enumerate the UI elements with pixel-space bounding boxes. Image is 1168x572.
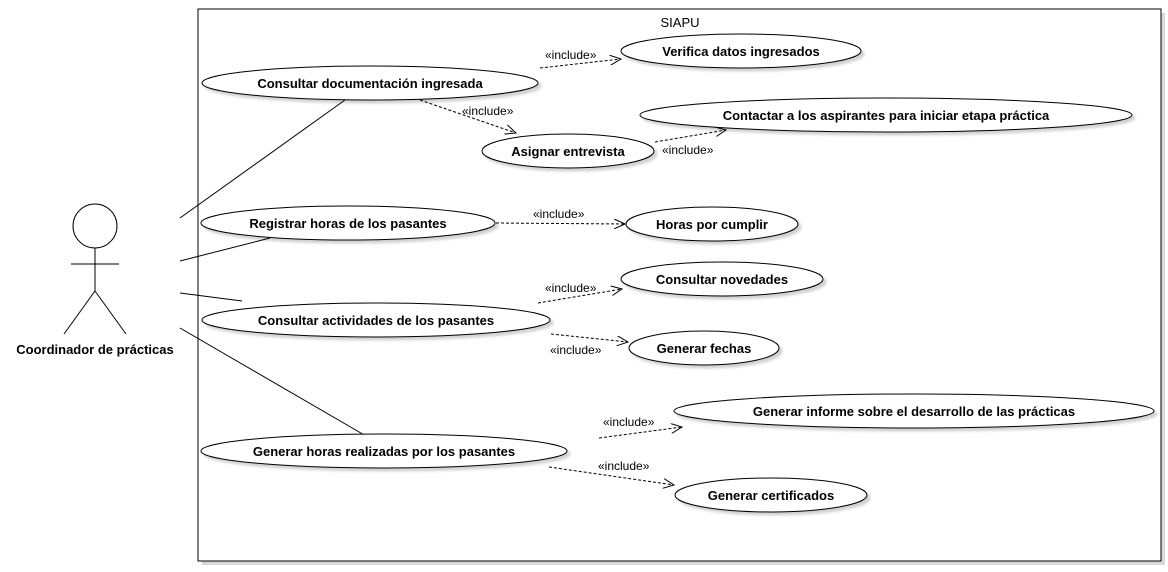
- use-case-label: Generar fechas: [657, 341, 752, 356]
- actor-left-leg: [63, 290, 96, 335]
- use-case-consultar-documentacion[interactable]: Consultar documentación ingresada: [201, 65, 539, 101]
- use-case-label: Consultar novedades: [656, 272, 788, 287]
- include-relations: [419, 59, 726, 485]
- include-arrow-contactar: [654, 130, 726, 143]
- include-arrow-asignar: [419, 99, 516, 133]
- assoc-generar-horas: [179, 327, 367, 437]
- use-case-label: Registrar horas de los pasantes: [249, 216, 446, 231]
- use-case-generar-fechas[interactable]: Generar fechas: [628, 330, 780, 366]
- include-label: «include»: [662, 143, 714, 157]
- use-case-label: Generar informe sobre el desarrollo de l…: [753, 404, 1075, 419]
- include-label: «include»: [603, 415, 655, 429]
- use-case-consultar-actividades[interactable]: Consultar actividades de los pasantes: [201, 302, 551, 338]
- use-case-contactar-aspirantes[interactable]: Contactar a los aspirantes para iniciar …: [639, 97, 1133, 133]
- use-case-label: Horas por cumplir: [656, 217, 768, 232]
- use-case-asignar-entrevista[interactable]: Asignar entrevista: [481, 133, 655, 169]
- use-case-label: Generar horas realizadas por los pasante…: [253, 444, 515, 459]
- assoc-consultar-actividades: [179, 292, 243, 302]
- include-arrow-verifica: [539, 59, 621, 69]
- include-arrow-informe: [598, 427, 682, 439]
- system-title: SIAPU: [660, 15, 699, 30]
- use-case-label: Asignar entrevista: [511, 144, 625, 159]
- actor-coordinador[interactable]: Coordinador de prácticas: [16, 203, 174, 357]
- include-label: «include»: [533, 207, 585, 221]
- include-label: «include»: [545, 48, 597, 62]
- assoc-consultar-doc: [179, 99, 346, 219]
- include-label: «include»: [550, 343, 602, 357]
- use-case-generar-informe[interactable]: Generar informe sobre el desarrollo de l…: [673, 393, 1155, 429]
- actor-head: [72, 203, 118, 249]
- include-label: «include»: [598, 459, 650, 473]
- use-case-registrar-horas[interactable]: Registrar horas de los pasantes: [200, 205, 496, 241]
- use-case-label: Contactar a los aspirantes para iniciar …: [723, 108, 1050, 123]
- use-case-generar-certificados[interactable]: Generar certificados: [674, 477, 868, 513]
- include-label: «include»: [462, 104, 514, 118]
- use-case-label: Generar certificados: [708, 488, 834, 503]
- use-cases: Consultar documentación ingresada Verifi…: [200, 33, 1155, 513]
- actor-right-leg: [94, 290, 127, 335]
- associations: [179, 99, 367, 437]
- use-case-label: Consultar documentación ingresada: [257, 76, 483, 91]
- use-case-verifica-datos[interactable]: Verifica datos ingresados: [620, 33, 862, 69]
- actor-label: Coordinador de prácticas: [16, 342, 173, 357]
- include-labels: «include» «include» «include» «include» …: [462, 48, 714, 473]
- include-arrow-fechas: [550, 333, 628, 342]
- use-case-horas-por-cumplir[interactable]: Horas por cumplir: [625, 206, 799, 242]
- include-arrow-certificados: [548, 466, 674, 485]
- use-case-generar-horas-realizadas[interactable]: Generar horas realizadas por los pasante…: [200, 433, 568, 469]
- assoc-registrar-horas: [179, 237, 271, 262]
- include-label: «include»: [545, 281, 597, 295]
- use-case-label: Consultar actividades de los pasantes: [258, 313, 494, 328]
- include-arrow-horas-cumplir: [495, 223, 625, 224]
- include-arrow-novedades: [537, 289, 622, 304]
- use-case-consultar-novedades[interactable]: Consultar novedades: [620, 261, 824, 297]
- use-case-label: Verifica datos ingresados: [662, 44, 820, 59]
